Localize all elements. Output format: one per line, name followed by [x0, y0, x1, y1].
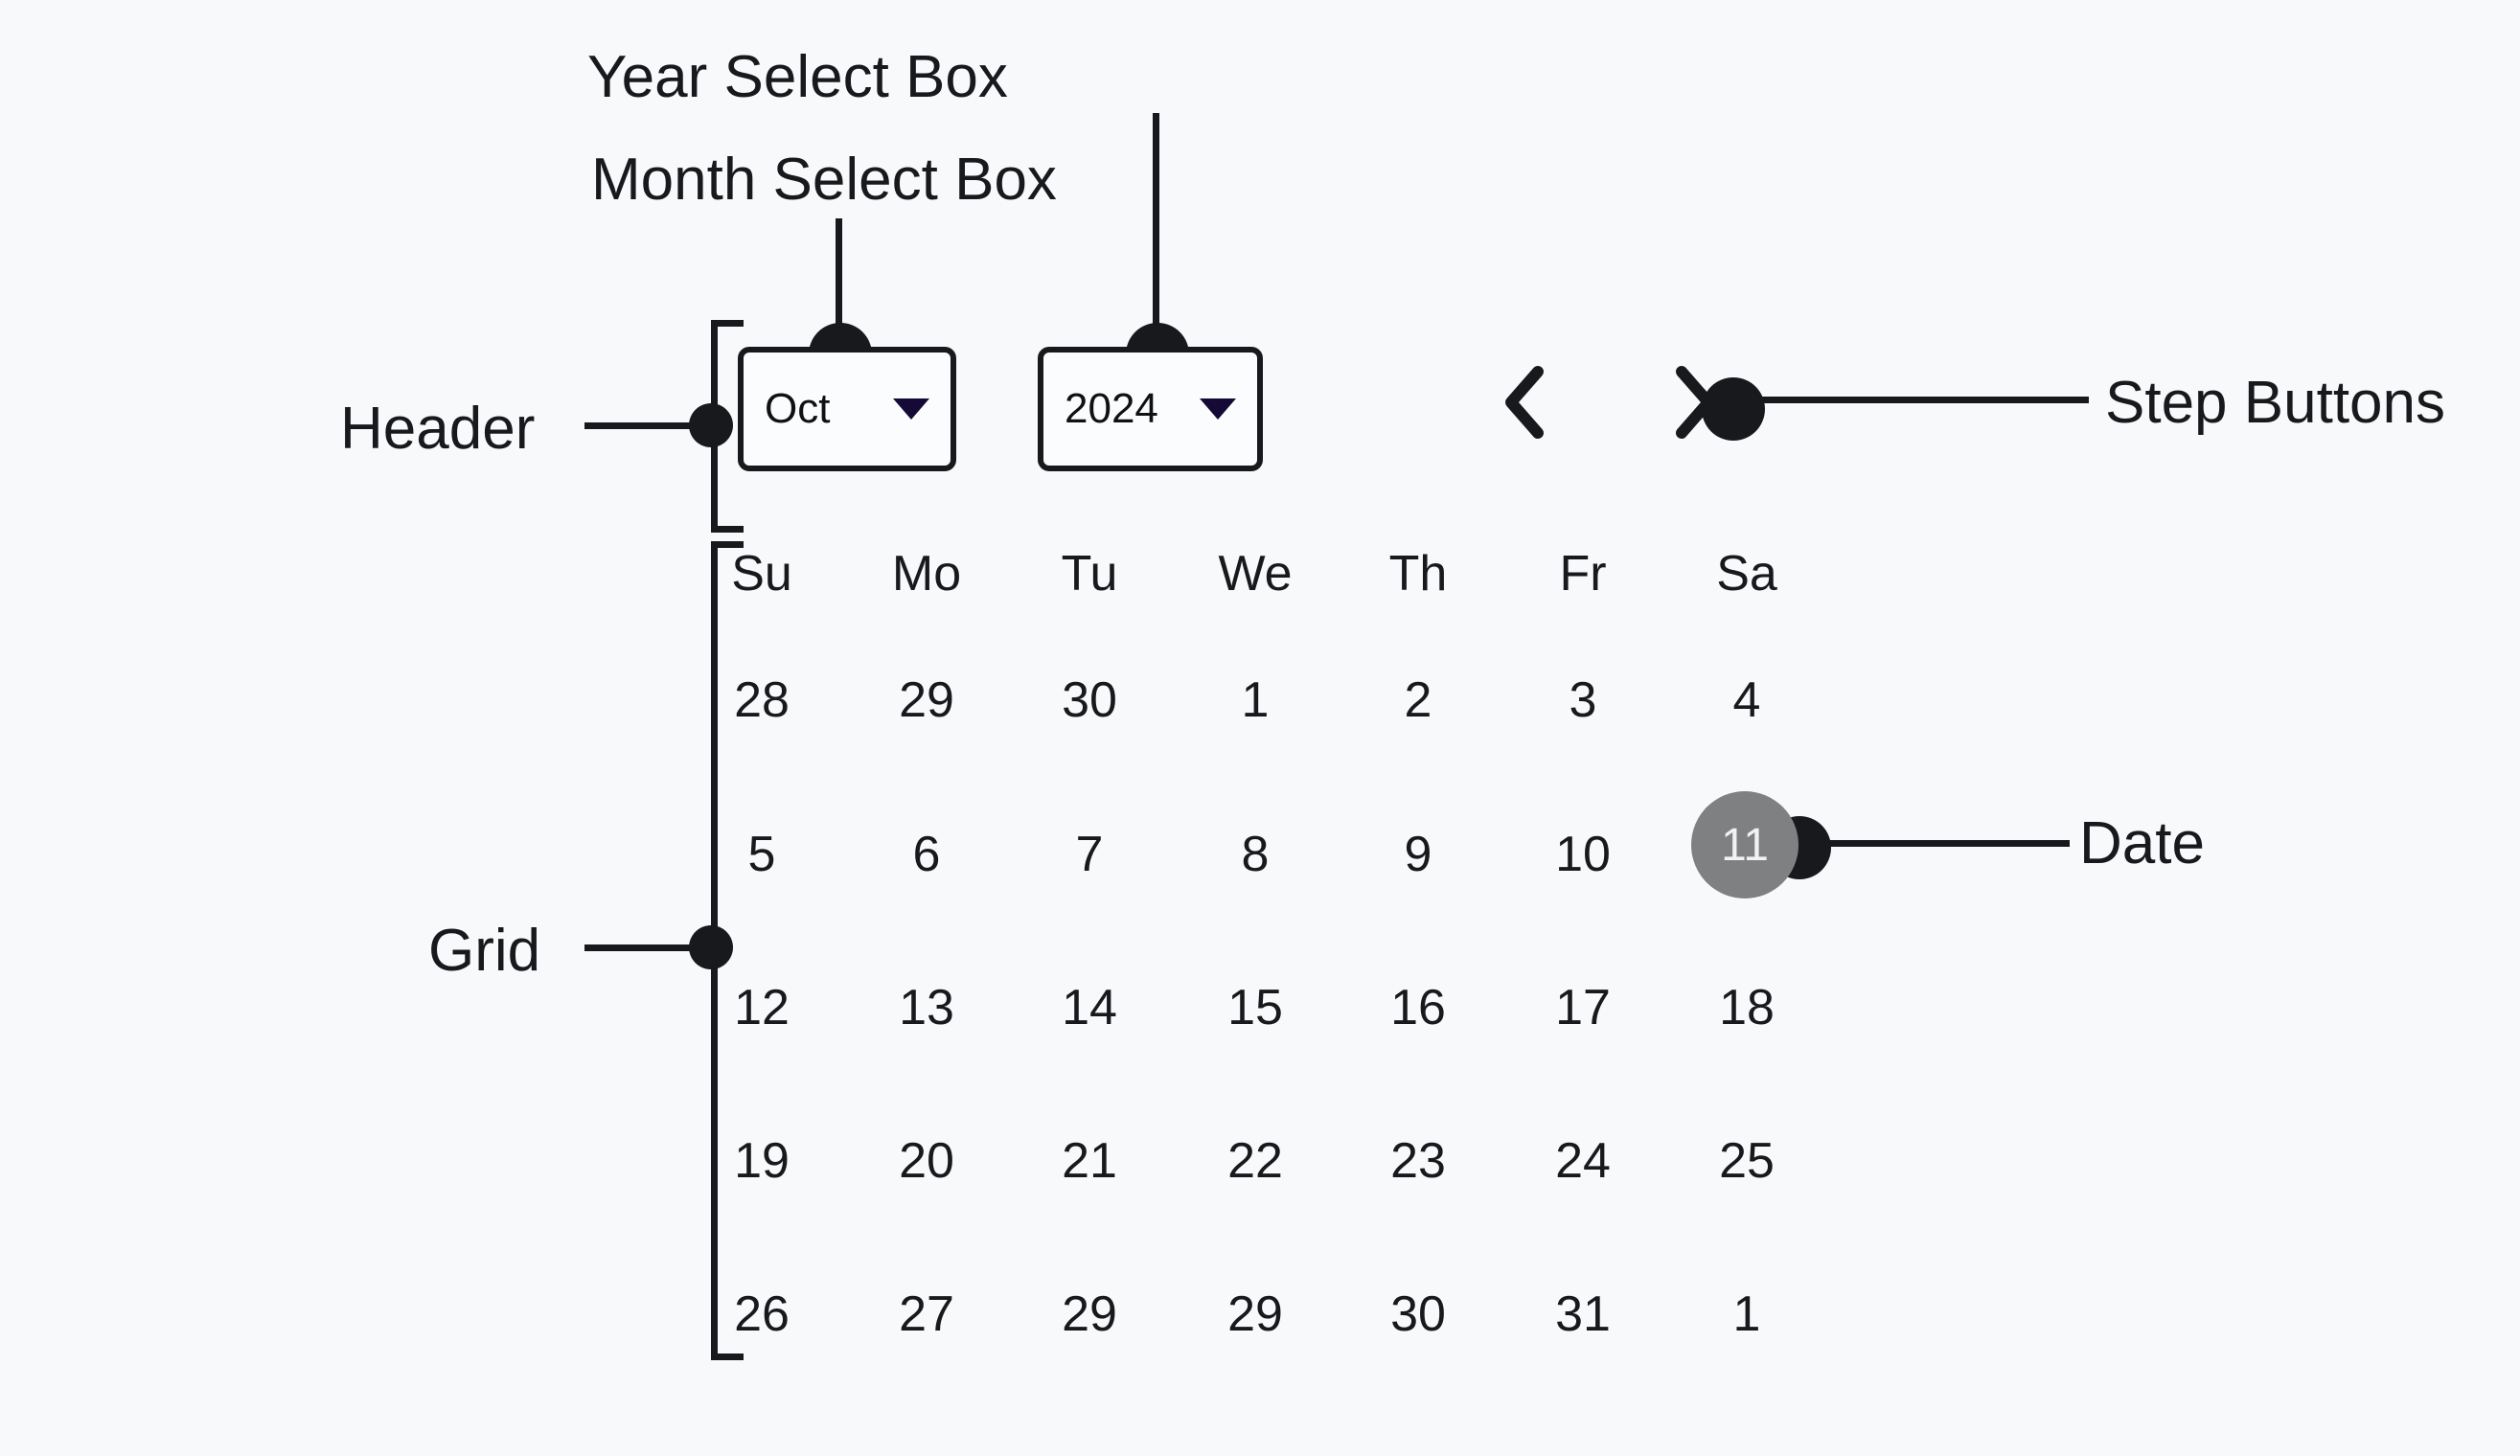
next-month-step-button[interactable]: [1662, 364, 1730, 441]
step-buttons-leader-line: [1744, 397, 2089, 403]
day-cell[interactable]: 19: [734, 1133, 790, 1189]
day-cell[interactable]: 31: [1555, 1286, 1611, 1342]
year-select-box[interactable]: 2024: [1038, 347, 1263, 471]
header-leader-dot: [689, 403, 733, 447]
day-cell[interactable]: 22: [1227, 1133, 1283, 1189]
day-cell[interactable]: 1: [1241, 672, 1270, 728]
day-cell[interactable]: 26: [734, 1286, 790, 1342]
day-cell[interactable]: 10: [1555, 827, 1611, 882]
grid-leader-dot: [689, 925, 733, 969]
day-cell[interactable]: 13: [899, 980, 954, 1035]
day-cell[interactable]: 2: [1404, 672, 1432, 728]
year-select-value: 2024: [1065, 385, 1158, 432]
prev-month-step-button[interactable]: [1490, 364, 1557, 441]
annotation-year-select-box: Year Select Box: [587, 44, 1008, 110]
chevron-down-icon: [1200, 398, 1236, 420]
weekday-header-sa: Sa: [1716, 546, 1777, 602]
weekday-header-we: We: [1218, 546, 1293, 602]
day-cell[interactable]: 21: [1062, 1133, 1117, 1189]
day-cell[interactable]: 4: [1732, 672, 1761, 728]
day-cell[interactable]: 14: [1062, 980, 1117, 1035]
day-cell[interactable]: 23: [1390, 1133, 1446, 1189]
month-select-value: Oct: [765, 385, 831, 432]
chevron-left-icon: [1505, 366, 1544, 439]
day-cell[interactable]: 20: [899, 1133, 954, 1189]
day-cell[interactable]: 29: [1227, 1286, 1283, 1342]
day-cell[interactable]: 3: [1569, 672, 1597, 728]
chevron-right-icon: [1676, 366, 1714, 439]
day-cell[interactable]: 5: [747, 827, 776, 882]
day-cell[interactable]: 24: [1555, 1133, 1611, 1189]
day-cell[interactable]: 29: [899, 672, 954, 728]
annotation-month-select-box: Month Select Box: [591, 147, 1057, 213]
day-cell[interactable]: 30: [1062, 672, 1117, 728]
weekday-header-mo: Mo: [891, 546, 962, 602]
annotation-date: Date: [2079, 810, 2205, 876]
date-leader-line: [1792, 840, 2070, 847]
header-leader-line: [584, 422, 719, 429]
header-bracket-tick-top: [711, 320, 744, 327]
day-cell[interactable]: 27: [899, 1286, 954, 1342]
day-cell[interactable]: 16: [1390, 980, 1446, 1035]
day-cell[interactable]: 29: [1062, 1286, 1117, 1342]
day-cell[interactable]: 28: [734, 672, 790, 728]
day-cell-selected[interactable]: 11: [1691, 791, 1798, 899]
leader-line-year-select: [1153, 113, 1159, 362]
weekday-header-tu: Tu: [1061, 546, 1118, 602]
weekday-header-fr: Fr: [1559, 546, 1607, 602]
grid-bracket-tick-bottom: [711, 1354, 744, 1360]
day-cell[interactable]: 17: [1555, 980, 1611, 1035]
day-cell[interactable]: 15: [1227, 980, 1283, 1035]
grid-bracket-tick-top: [711, 541, 744, 548]
chevron-down-icon: [893, 398, 929, 420]
annotation-grid: Grid: [428, 918, 541, 984]
day-cell[interactable]: 30: [1390, 1286, 1446, 1342]
weekday-header-su: Su: [731, 546, 792, 602]
day-cell[interactable]: 7: [1075, 827, 1104, 882]
day-cell[interactable]: 12: [734, 980, 790, 1035]
weekday-header-th: Th: [1388, 546, 1448, 602]
annotation-step-buttons: Step Buttons: [2105, 370, 2446, 436]
day-cell[interactable]: 6: [912, 827, 941, 882]
day-cell[interactable]: 18: [1719, 980, 1775, 1035]
grid-leader-line: [584, 944, 719, 951]
annotation-header: Header: [340, 396, 536, 462]
day-cell[interactable]: 1: [1732, 1286, 1761, 1342]
day-cell[interactable]: 25: [1719, 1133, 1775, 1189]
day-cell[interactable]: 8: [1241, 827, 1270, 882]
day-cell[interactable]: 9: [1404, 827, 1432, 882]
step-buttons-leader-dot: [1702, 377, 1765, 441]
leader-line-month-select: [836, 218, 842, 362]
month-select-box[interactable]: Oct: [738, 347, 956, 471]
header-bracket-tick-bottom: [711, 526, 744, 533]
